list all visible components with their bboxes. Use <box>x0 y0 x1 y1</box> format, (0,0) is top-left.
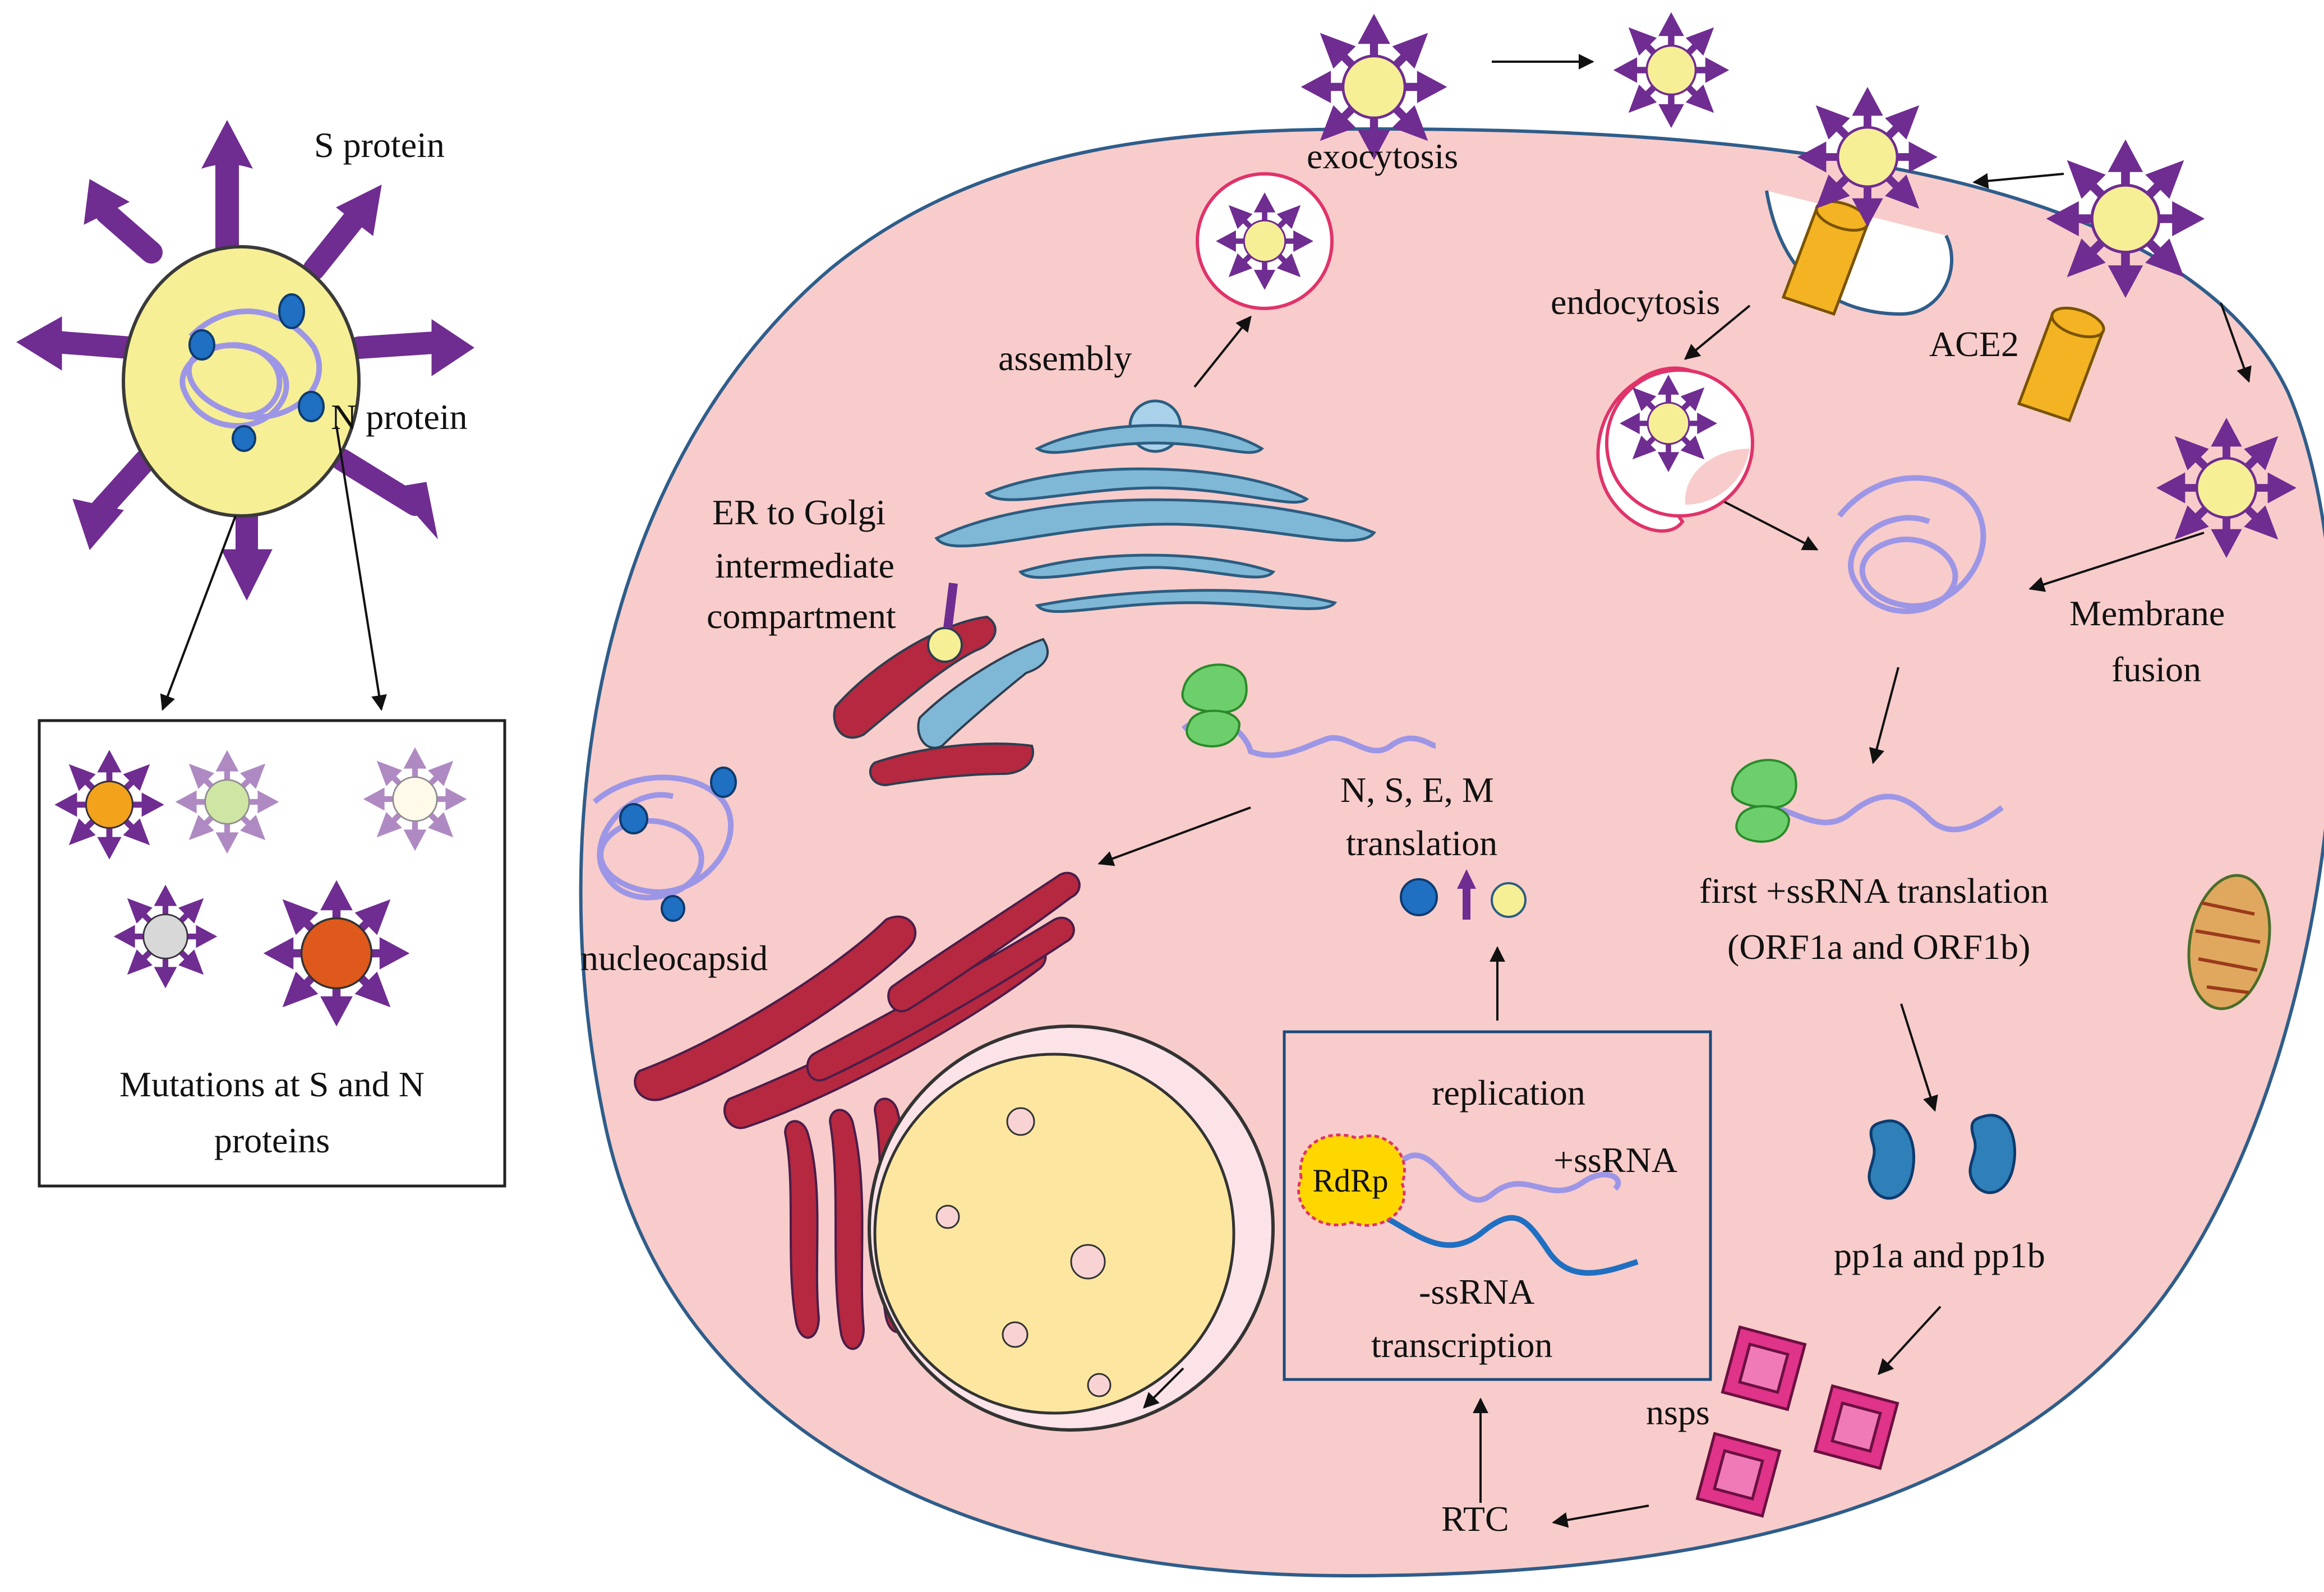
bound-virion-endocytosis <box>1806 95 1930 219</box>
assembly-label: assembly <box>998 338 1132 378</box>
ace2-label: ACE2 <box>1929 324 2019 364</box>
variant-virus-3 <box>369 753 460 845</box>
endocytosis-label: endocytosis <box>1551 282 1720 322</box>
nucleocapsid-complex <box>592 767 737 922</box>
structural-proteins <box>1400 869 1527 920</box>
replication-box: replication RdRp +ssRNA -ssRNA transcrip… <box>1283 1030 1712 1381</box>
er-golgi-label-line2: intermediate <box>715 546 894 585</box>
er-golgi-label-line3: compartment <box>707 596 896 636</box>
mutations-label-line2: proteins <box>214 1120 330 1160</box>
nsps-crystals <box>1695 1325 1899 1518</box>
released-viral-rna <box>1837 475 1986 614</box>
golgi-apparatus <box>934 399 1376 613</box>
membrane-fusion-label-line2: fusion <box>2111 649 2201 689</box>
incoming-virion <box>2055 149 2196 289</box>
nsem-label-line2: translation <box>1346 823 1497 863</box>
nucleus <box>868 1025 1275 1432</box>
mutations-label-line1: Mutations at S and N <box>119 1064 425 1104</box>
er-golgi-label-line1: ER to Golgi <box>712 492 886 532</box>
n-protein-dots <box>188 293 325 452</box>
first-translation-label-line1: first +ssRNA translation <box>1699 871 2049 911</box>
exiting-virion <box>1309 19 1722 151</box>
viral-rna <box>179 308 322 429</box>
replication-label: replication <box>1432 1073 1585 1113</box>
fusing-virion <box>2165 426 2289 550</box>
rtc-label: RTC <box>1441 1499 1509 1539</box>
exocytosis-label: exocytosis <box>1307 136 1458 176</box>
rdrp-label: RdRp <box>1312 1162 1388 1199</box>
nucleocapsid-label: nucleocapsid <box>580 938 768 978</box>
plus-ssrna-label: +ssRNA <box>1553 1140 1677 1180</box>
transcription-label: transcription <box>1371 1325 1552 1365</box>
first-translation-label-line2: (ORF1a and ORF1b) <box>1727 927 2030 967</box>
variant-virus-1 <box>61 756 158 853</box>
variant-virus-2 <box>181 756 273 847</box>
exocytic-vesicle <box>1196 172 1334 310</box>
endosome <box>1596 366 1754 533</box>
pp1-label: pp1a and pp1b <box>1834 1235 2045 1275</box>
virion-envelope <box>122 245 361 518</box>
minus-ssrna-label: -ssRNA <box>1419 1272 1534 1312</box>
mitochondrion <box>2187 874 2271 1010</box>
membrane-fusion-label-line1: Membrane <box>2069 593 2225 633</box>
variant-virus-4 <box>119 890 211 982</box>
variant-virus-5 <box>272 889 401 1018</box>
n-protein-label: N protein <box>331 397 468 437</box>
s-protein-label: S protein <box>314 125 445 165</box>
mutations-box: Mutations at S and N proteins <box>38 719 506 1188</box>
ribosome-nsem <box>1181 663 1437 758</box>
nsps-label: nsps <box>1646 1392 1710 1432</box>
ergic <box>833 583 1049 787</box>
virion: S protein N protein <box>16 119 474 711</box>
ace2-receptors <box>1781 200 2105 423</box>
nsem-label-line1: N, S, E, M <box>1340 770 1494 810</box>
ribosome-orf1 <box>1731 759 2004 843</box>
polyproteins <box>1868 1114 2017 1200</box>
